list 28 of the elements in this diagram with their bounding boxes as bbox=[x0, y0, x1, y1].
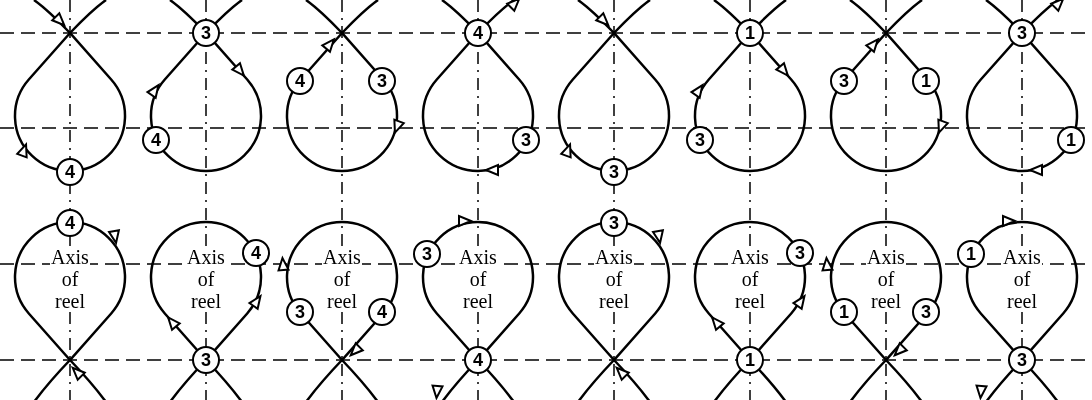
callout-number: 3 bbox=[413, 240, 441, 268]
callout-number: 3 bbox=[830, 67, 858, 95]
callout-number: 1 bbox=[830, 298, 858, 326]
callout-number: 1 bbox=[736, 19, 764, 47]
callout-number: 1 bbox=[912, 67, 940, 95]
callout-number: 1 bbox=[1057, 126, 1085, 154]
callout-number: 3 bbox=[1008, 346, 1036, 374]
callout-number: 4 bbox=[56, 158, 84, 186]
callout-number: 3 bbox=[786, 239, 814, 267]
callout-number: 3 bbox=[600, 209, 628, 237]
callout-number: 1 bbox=[957, 240, 985, 268]
callout-number: 3 bbox=[686, 126, 714, 154]
callout-number: 4 bbox=[464, 19, 492, 47]
callout-number: 3 bbox=[600, 158, 628, 186]
callout-number: 4 bbox=[142, 126, 170, 154]
callout-number: 3 bbox=[286, 298, 314, 326]
callout-number: 3 bbox=[1008, 19, 1036, 47]
callout-number: 4 bbox=[56, 209, 84, 237]
callout-number: 3 bbox=[912, 298, 940, 326]
callout-number: 4 bbox=[464, 346, 492, 374]
callout-number: 4 bbox=[242, 239, 270, 267]
callout-number: 3 bbox=[368, 67, 396, 95]
callout-number: 3 bbox=[192, 19, 220, 47]
callout-number: 4 bbox=[286, 67, 314, 95]
callout-number: 3 bbox=[512, 126, 540, 154]
callout-number: 3 bbox=[192, 346, 220, 374]
callout-number: 4 bbox=[368, 298, 396, 326]
callout-number: 1 bbox=[736, 346, 764, 374]
